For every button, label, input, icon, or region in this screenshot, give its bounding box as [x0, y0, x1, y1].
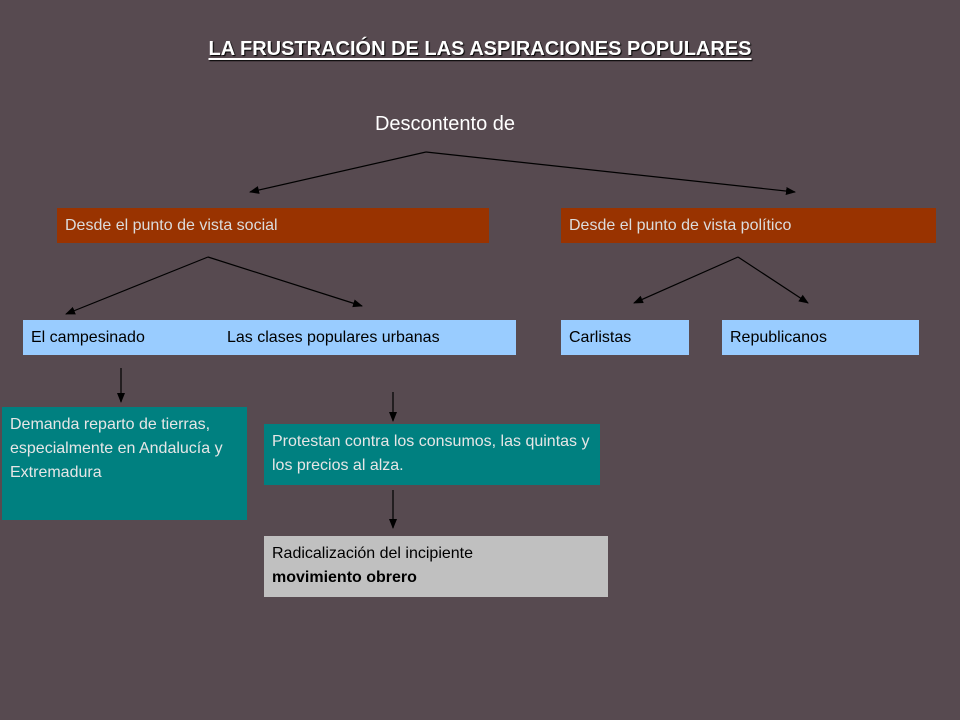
group-urbanas: Las clases populares urbanas — [219, 320, 516, 355]
arrow-root-to-social — [249, 151, 427, 194]
page-title: LA FRUSTRACIÓN DE LAS ASPIRACIONES POPUL… — [208, 38, 752, 60]
consequence-box: Radicalización del incipiente movimiento… — [264, 536, 608, 597]
consequence-text: Radicalización del incipiente — [272, 545, 474, 562]
arrow-root-to-political — [425, 151, 796, 196]
group-republicanos: Republicanos — [722, 320, 919, 355]
consequence-bold-text: movimiento obrero — [272, 569, 417, 586]
arrow-political-to-republicanos — [737, 256, 809, 304]
root-node-label: Descontento de — [374, 113, 516, 135]
detail-urbanas: Protestan contra los consumos, las quint… — [264, 424, 600, 485]
group-campesinado: El campesinado — [23, 320, 219, 355]
arrow-social-to-campesinado — [65, 256, 209, 315]
arrow-social-to-urbanas — [207, 256, 363, 308]
detail-campesinado: Demanda reparto de tierras, especialment… — [2, 407, 247, 520]
arrow-political-to-carlistas — [633, 256, 739, 304]
category-social: Desde el punto de vista social — [57, 208, 489, 243]
group-carlistas: Carlistas — [561, 320, 689, 355]
category-political: Desde el punto de vista político — [561, 208, 936, 243]
